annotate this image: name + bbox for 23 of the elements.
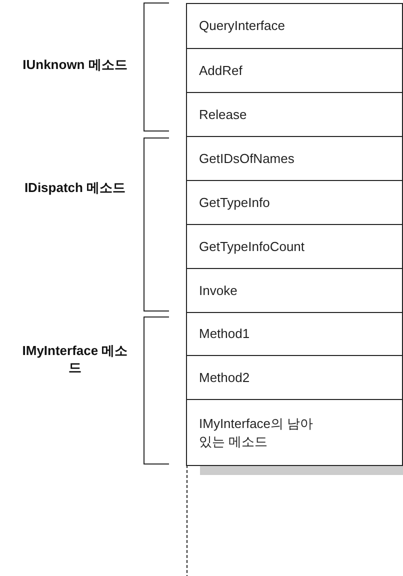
table-cell (186, 136, 403, 181)
method-name: GetTypeInfoCount (199, 238, 305, 256)
table-cell (186, 268, 403, 313)
table-cell (186, 312, 403, 356)
method-name: IMyInterface의 남아 있는 메소드 (199, 414, 314, 450)
method-name: Method2 (199, 368, 250, 386)
method-name: GetIDsOfNames (199, 150, 294, 168)
method-name: Method1 (199, 325, 250, 343)
group-label: IDispatch 메소드 (23, 180, 127, 197)
table-cell (186, 92, 403, 137)
method-name: GetTypeInfo (199, 194, 270, 212)
table-cell (186, 48, 403, 93)
table-cell (186, 224, 403, 269)
table-cell (186, 355, 403, 400)
group-label: IMyInterface 메소드 (21, 343, 129, 377)
table-cell (186, 399, 403, 466)
table-cell (186, 3, 403, 49)
table-cell (186, 180, 403, 225)
method-name: Invoke (199, 282, 238, 300)
method-name: QueryInterface (199, 17, 285, 35)
method-name: Release (199, 106, 247, 124)
group-label: IUnknown 메소드 (22, 57, 128, 74)
method-name: AddRef (199, 62, 242, 80)
